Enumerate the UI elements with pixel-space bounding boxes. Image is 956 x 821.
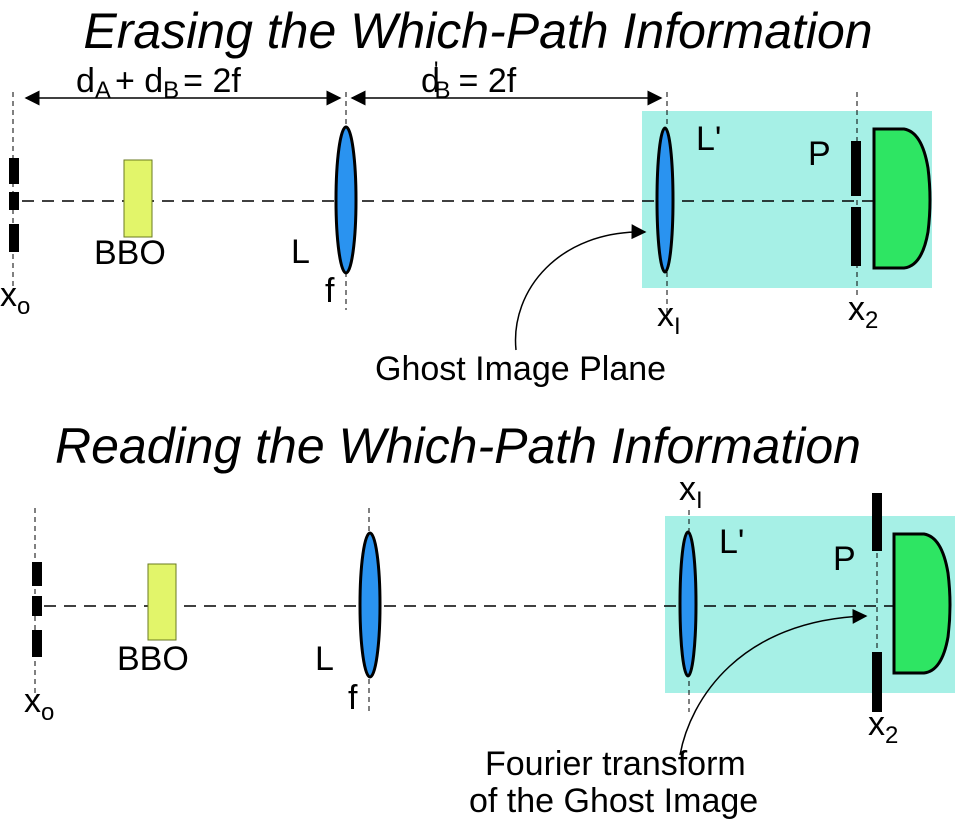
bbo-crystal-icon [123, 159, 153, 238]
polarizer-label: P [833, 540, 856, 578]
annotation-arrow [679, 608, 868, 756]
lens-l-label: L [291, 233, 310, 271]
lens-prime-icon [655, 126, 675, 274]
panel-title: Reading the Which-Path Information [55, 418, 861, 474]
lens-l-label: L [315, 640, 334, 678]
bbo-crystal-icon [147, 563, 177, 641]
x1-label: xI [657, 296, 681, 340]
detector-icon [872, 127, 932, 270]
x1-label: xI [679, 470, 703, 514]
x2-label: x2 [848, 290, 878, 334]
lens-icon [358, 531, 382, 679]
annotation-arrow [514, 224, 647, 351]
panel-reading: Reading the Which-Path Information BBO L… [24, 418, 955, 820]
x2-label: x2 [868, 705, 898, 749]
polarizer-label: P [808, 135, 831, 173]
bbo-label: BBO [94, 234, 166, 272]
lens-lprime-label: L' [696, 120, 721, 158]
polarizer-slit-icon [851, 141, 861, 266]
x0-label: xo [0, 276, 30, 320]
lens-lprime-label: L' [719, 523, 744, 561]
polarizer-slit-icon [872, 493, 882, 712]
focal-label: f [348, 679, 358, 717]
dimension-label-left: dA+ dB= 2f [76, 62, 241, 104]
lens-icon [334, 125, 358, 275]
panel-title: Erasing the Which-Path Information [83, 3, 872, 59]
bbo-label: BBO [117, 640, 189, 678]
dimension-label-right: d'B= 2f [421, 57, 517, 104]
annotation-line-2: of the Ghost Image [469, 782, 758, 820]
x0-label: xo [24, 682, 54, 726]
detector-icon [892, 532, 952, 675]
lens-prime-icon [678, 530, 698, 678]
focal-label: f [325, 272, 335, 310]
double-slit-icon [9, 158, 19, 252]
panel-erasing: Erasing the Which-Path Information dA+ d… [0, 3, 932, 388]
annotation-ghost-image-plane: Ghost Image Plane [375, 350, 666, 388]
annotation-line-1: Fourier transform [485, 745, 746, 783]
double-slit-icon [32, 562, 42, 657]
